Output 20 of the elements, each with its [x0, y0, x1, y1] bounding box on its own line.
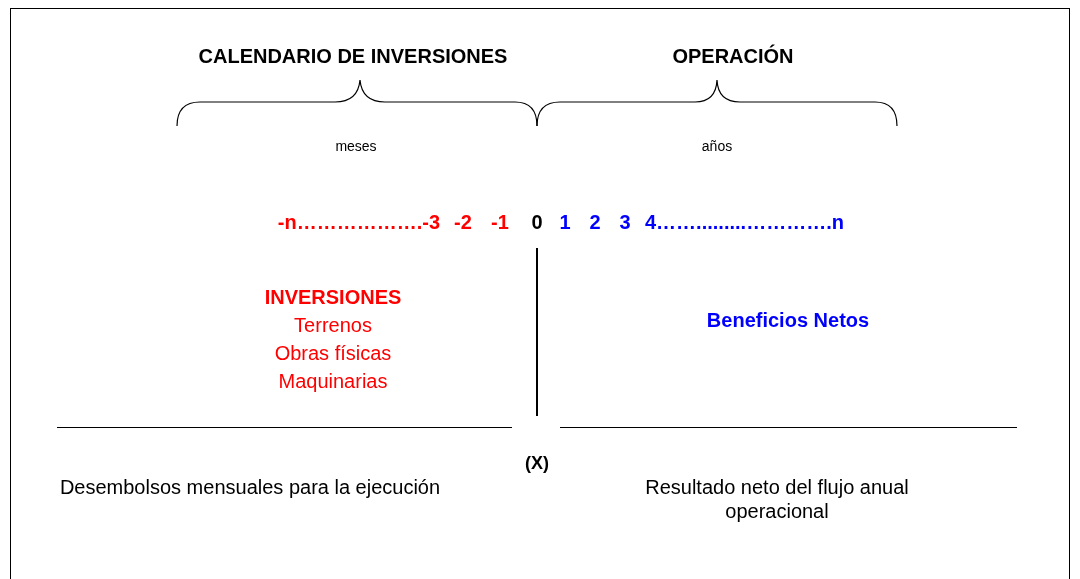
text-label: (X)	[525, 453, 549, 475]
text-label: Desembolsos mensuales para la ejecución	[58, 475, 442, 499]
text-label: Obras físicas	[274, 341, 392, 365]
text-label: 2	[589, 210, 601, 234]
text-label: 1	[559, 210, 571, 234]
text-label: 4…….........………….n	[645, 210, 844, 234]
text-label: -2	[454, 210, 472, 234]
text-label: INVERSIONES	[264, 285, 402, 309]
text-label: Resultado neto del flujo anual operacional	[644, 475, 910, 523]
text-label: -1	[491, 210, 509, 234]
text-label: años	[701, 138, 733, 155]
text-label: Beneficios Netos	[706, 308, 870, 332]
text-label: CALENDARIO DE INVERSIONES	[198, 44, 508, 68]
text-label: 0	[531, 210, 543, 234]
text-label: OPERACIÓN	[672, 44, 794, 68]
text-label: meses	[335, 138, 377, 155]
text-label: 3	[619, 210, 631, 234]
text-label: -n……………….-3	[277, 210, 440, 234]
text-label: Maquinarias	[278, 369, 388, 393]
text-label: Terrenos	[294, 313, 372, 337]
